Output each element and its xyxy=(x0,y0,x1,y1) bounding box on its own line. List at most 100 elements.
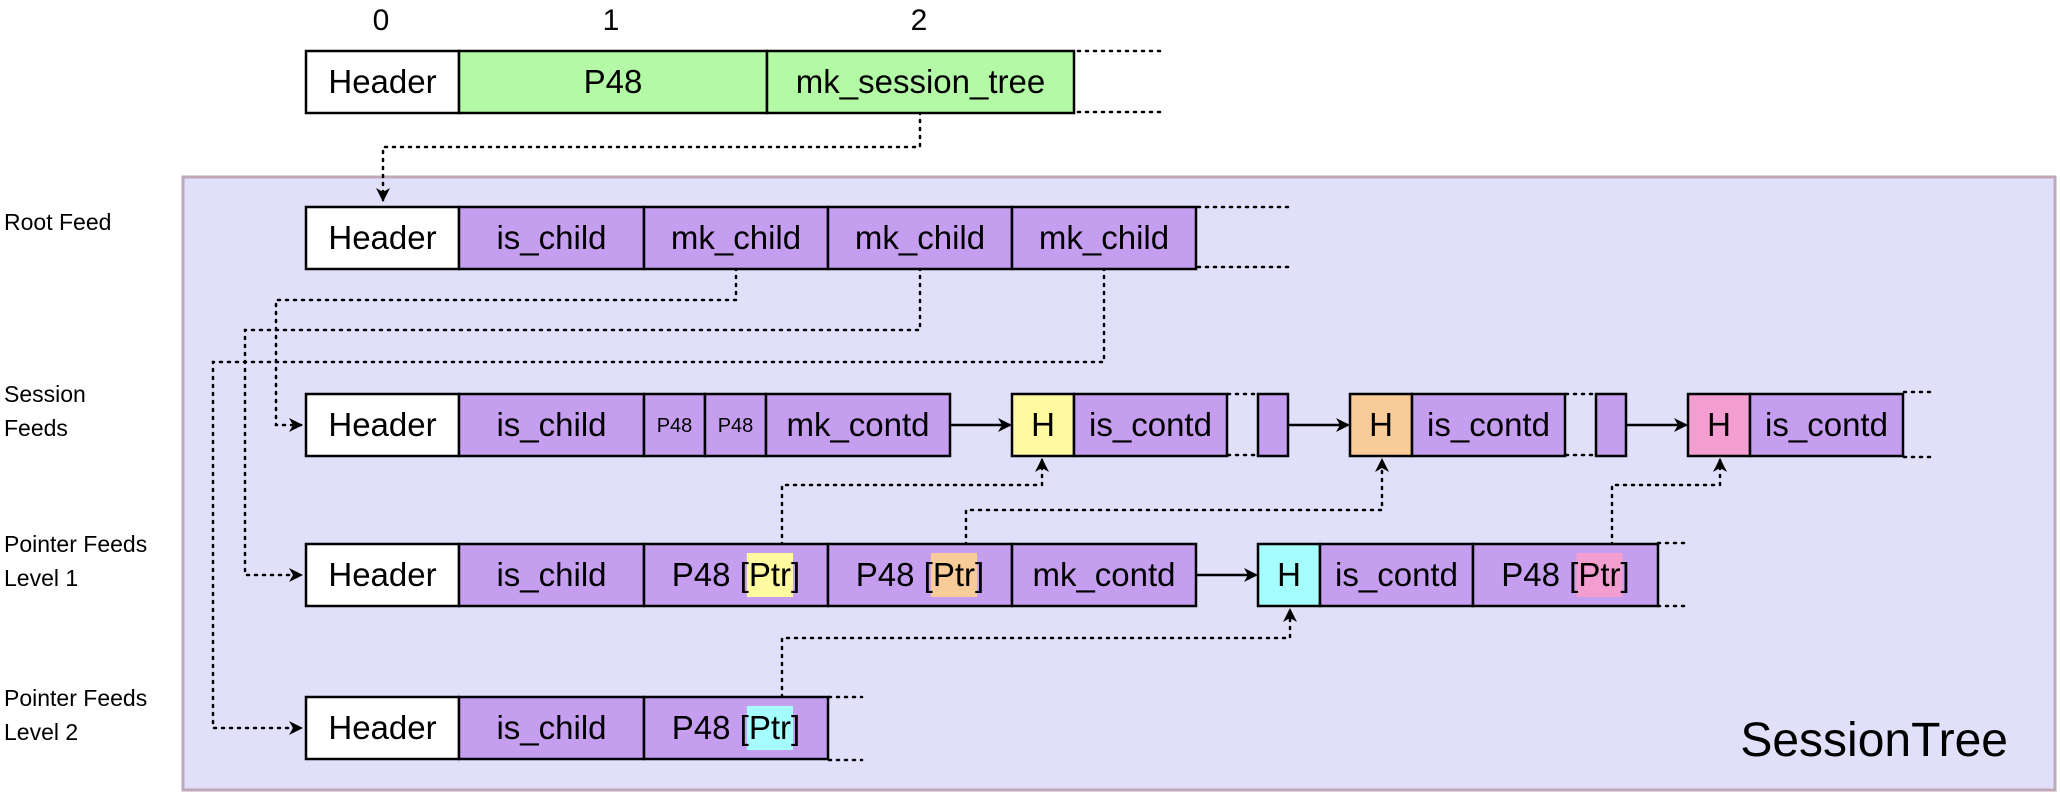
feed-cell-label: is_contd xyxy=(1335,556,1458,593)
feed-cell-label: is_contd xyxy=(1089,406,1212,443)
feed-cell: Header xyxy=(304,49,461,115)
feed-cell: H xyxy=(1686,392,1752,458)
pointer-prefix: P48 [ xyxy=(856,556,933,593)
feed-cell-box xyxy=(1471,542,1660,608)
feed-cell-label: is_contd xyxy=(1427,406,1550,443)
feed-cell-label: is_child xyxy=(496,406,606,443)
feed-cell: H xyxy=(1348,392,1414,458)
feed-cell-label: is_contd xyxy=(1765,406,1888,443)
pointer-highlight xyxy=(1576,553,1623,597)
feed-cell: H xyxy=(1010,392,1076,458)
feed-cell-box xyxy=(1010,542,1198,608)
row-label-root-feed: Root Feed xyxy=(4,209,111,235)
feed-cell-label: mk_child xyxy=(671,219,801,256)
continuation-dots xyxy=(827,49,1936,762)
pointer-suffix: ] xyxy=(975,556,984,593)
feed-cell: H xyxy=(1256,542,1322,608)
row-label-line: Pointer Feeds xyxy=(4,531,147,557)
feed-cell-label: Header xyxy=(328,406,436,443)
feed-cell: Header xyxy=(304,205,461,271)
row-label-line: Session xyxy=(4,381,86,407)
feed-cell: mk_child xyxy=(1010,205,1198,271)
feed-cell-box xyxy=(304,205,461,271)
pointer-prefix: P48 [ xyxy=(1501,556,1578,593)
pointer-highlight xyxy=(746,553,794,597)
feed-cell-label: mk_session_tree xyxy=(796,63,1045,100)
feed-cell: mk_child xyxy=(642,205,830,271)
feed-cell: is_child xyxy=(457,205,646,271)
feed-cell-label: P48 xyxy=(584,63,643,100)
session-stub-cell xyxy=(1594,392,1628,458)
feed-cell: P48 xyxy=(642,392,707,458)
pointer-suffix: ] xyxy=(1621,556,1630,593)
feed-cell-box xyxy=(1072,392,1229,458)
feed-cell-label: Header xyxy=(328,556,436,593)
feed-cell-label: Header xyxy=(328,63,436,100)
feed-cell: is_child xyxy=(457,392,646,458)
row-label-pointer-feeds-level-2: Pointer Feeds Level 2 xyxy=(4,685,154,745)
pointer-suffix: ] xyxy=(791,709,800,746)
feed-cell-box xyxy=(765,49,1076,115)
feed-cell-label: H xyxy=(1277,556,1301,593)
feed-cell: P48 [Ptr] xyxy=(642,542,830,608)
pointer-highlight-text: Ptr xyxy=(933,556,975,593)
feed-cell-box xyxy=(1010,205,1198,271)
pointer-cell-text: P48 [Ptr] xyxy=(1501,556,1629,593)
feed-cell-label: H xyxy=(1031,406,1055,443)
feed-cell-label: mk_contd xyxy=(786,406,929,443)
feed-cell: Header xyxy=(304,392,461,458)
session-tree-label: SessionTree xyxy=(1740,714,2008,767)
feed-cell-box xyxy=(457,205,646,271)
feed-cell: P48 xyxy=(457,49,769,115)
feed-cell-box xyxy=(642,205,830,271)
feed-cell-label: mk_child xyxy=(855,219,985,256)
feed-cell-box xyxy=(826,542,1014,608)
session-stub-cell xyxy=(1256,392,1290,458)
feed-cell-box xyxy=(642,542,830,608)
feed-cell-label: H xyxy=(1707,406,1731,443)
feed-cell-label: P48 xyxy=(718,415,754,437)
feed-cell-label: H xyxy=(1369,406,1393,443)
feed-cell: P48 [Ptr] xyxy=(826,542,1014,608)
row-label-line: Root Feed xyxy=(4,209,111,235)
feed-cell-box xyxy=(764,392,952,458)
pointer-cell-text: P48 [Ptr] xyxy=(856,556,984,593)
pointer-highlight-text: Ptr xyxy=(1578,556,1620,593)
feed-cell-box xyxy=(642,695,830,761)
feed-cell: is_contd xyxy=(1318,542,1475,608)
feed-cell: P48 [Ptr] xyxy=(642,695,830,761)
column-index-2: 2 xyxy=(911,4,928,37)
feed-cell: is_contd xyxy=(1410,392,1567,458)
pointer-prefix: P48 [ xyxy=(672,709,749,746)
feed-cell-label: P48 xyxy=(657,415,693,437)
column-index-0: 0 xyxy=(373,4,390,37)
row-label-session-feeds: Session Feeds xyxy=(4,381,92,441)
feed-cell-label: is_child xyxy=(496,556,606,593)
feed-cell-box xyxy=(1410,392,1567,458)
row-label-line: Pointer Feeds xyxy=(4,685,147,711)
feed-cell: mk_contd xyxy=(764,392,952,458)
feed-cell: is_child xyxy=(457,542,646,608)
feed-cell-box xyxy=(1348,392,1414,458)
feed-cell-label: is_child xyxy=(496,709,606,746)
session-feed-row: Header is_child P48 P48 mk_contd xyxy=(304,392,952,458)
feed-cell-label: mk_contd xyxy=(1032,556,1175,593)
top-level-feed-row: Header P48 mk_session_tree xyxy=(304,49,1076,115)
feed-cell-box xyxy=(304,542,461,608)
feed-cell: Header xyxy=(304,542,461,608)
feed-cell: is_child xyxy=(457,695,646,761)
feed-cell-box xyxy=(457,392,646,458)
pointer-highlight xyxy=(746,706,794,750)
feed-cell: mk_contd xyxy=(1010,542,1198,608)
pointer-highlight-text: Ptr xyxy=(749,556,791,593)
column-index-1: 1 xyxy=(603,4,620,37)
feed-cell-box xyxy=(1748,392,1905,458)
feed-cell: P48 [Ptr] xyxy=(1471,542,1660,608)
row-label-pointer-feeds-level-1: Pointer Feeds Level 1 xyxy=(4,531,154,591)
feed-cell-label: Header xyxy=(328,219,436,256)
pointer-highlight-text: Ptr xyxy=(749,709,791,746)
feed-cell-box xyxy=(1686,392,1752,458)
